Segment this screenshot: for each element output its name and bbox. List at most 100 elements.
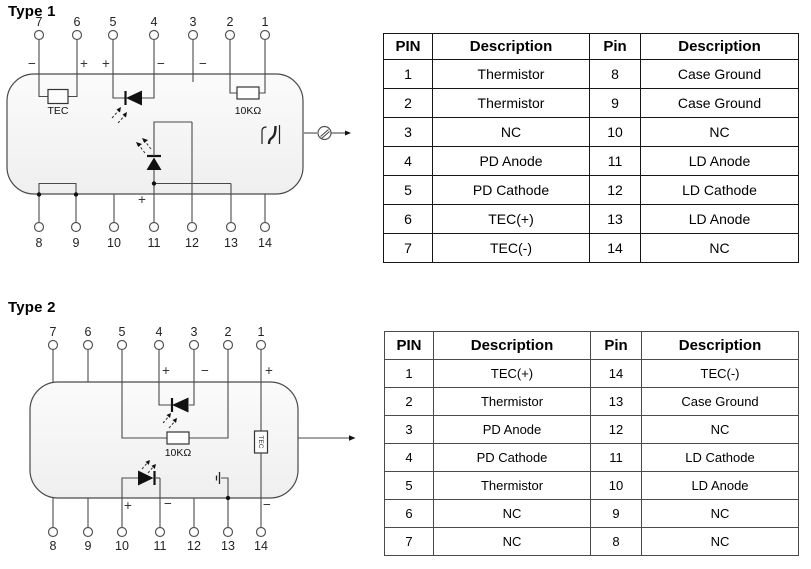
cell: NC [433, 499, 591, 528]
bottom-pin-numbers: 8 9 10 11 12 13 14 [36, 236, 272, 250]
pin-number-label: 7 [50, 325, 57, 339]
cell: 10 [589, 117, 641, 147]
polarity-labels-top: − + + − − [28, 56, 207, 71]
cell: PD Anode [433, 415, 591, 444]
type2-title: Type 2 [8, 299, 56, 316]
pin-number-label: 3 [191, 325, 198, 339]
type1-title: Type 1 [8, 3, 56, 20]
case-ground-icon [215, 472, 231, 528]
cell: LD Anode [641, 471, 799, 500]
laser-diode-icon: + − [121, 460, 172, 528]
pin-number-label: 1 [258, 325, 265, 339]
bottom-pin-leads [33, 194, 271, 233]
top-pin-leads [47, 339, 267, 439]
cell: 5 [383, 175, 433, 205]
thermistor-label: 10KΩ [165, 447, 192, 459]
cell: NC [641, 527, 799, 556]
cell: 12 [590, 415, 642, 444]
cell: Thermistor [432, 88, 590, 118]
column-header: Pin [589, 33, 641, 60]
cell: 1 [384, 359, 434, 388]
thermistor-resistor: 10KΩ [235, 86, 261, 117]
cell: 9 [590, 499, 642, 528]
column-header: PIN [384, 331, 434, 360]
photodiode-icon [111, 90, 142, 124]
cell: 14 [590, 359, 642, 388]
polarity-label: + [102, 56, 110, 71]
pin-number-label: 11 [148, 236, 161, 250]
tec-component: TEC [253, 430, 269, 528]
polarity-label: + [162, 363, 170, 378]
cell: TEC(+) [432, 204, 590, 234]
cell: PD Cathode [433, 443, 591, 472]
cell: 11 [589, 146, 641, 176]
polarity-label: + [124, 498, 132, 513]
cell: TEC(-) [432, 233, 590, 263]
cell: 5 [384, 471, 434, 500]
cell: 8 [590, 527, 642, 556]
polarity-label: + [138, 192, 146, 207]
cell: NC [640, 233, 799, 263]
top-pin-numbers: 7 6 5 4 3 2 1 [36, 15, 269, 29]
cell: TEC(+) [433, 359, 591, 388]
cell: NC [432, 117, 590, 147]
cell: 2 [383, 88, 433, 118]
cell: 12 [589, 175, 641, 205]
cell: 9 [589, 88, 641, 118]
top-pin-leads [33, 29, 271, 99]
top-pin-numbers: 7 6 5 4 3 2 1 [50, 325, 265, 339]
type2-diagram: 7 6 5 4 3 2 1 + − + 10KΩ [29, 325, 356, 553]
cell: Thermistor [432, 59, 590, 89]
isolator-icon [261, 125, 281, 145]
pin-number-label: 12 [185, 236, 199, 250]
pin-number-label: 6 [74, 15, 81, 29]
pin-number-label: 9 [85, 539, 92, 553]
tec-label: TEC [48, 105, 69, 117]
pin-number-label: 14 [258, 236, 272, 250]
pin-number-label: 8 [36, 236, 43, 250]
pin-number-label: 5 [119, 325, 126, 339]
cell: 10 [590, 471, 642, 500]
cell: 7 [383, 233, 433, 263]
pin-number-label: 12 [187, 539, 201, 553]
cell: 7 [384, 527, 434, 556]
pin-number-label: 10 [107, 236, 121, 250]
pin-number-label: 1 [262, 15, 269, 29]
fiber-output-icon [304, 125, 351, 141]
photodiode-icon [162, 397, 189, 429]
cell: Case Ground [640, 59, 799, 89]
pin-number-label: 13 [221, 539, 235, 553]
cell: Thermistor [433, 387, 591, 416]
pin-number-label: 4 [156, 325, 163, 339]
column-header: Description [641, 331, 799, 360]
cell: 13 [590, 387, 642, 416]
cell: Thermistor [433, 471, 591, 500]
pin-number-label: 9 [73, 236, 80, 250]
cell: Case Ground [640, 88, 799, 118]
table-header-row: PIN Description Pin Description [383, 33, 799, 60]
output-arrow-icon [298, 435, 356, 441]
pin-number-label: 14 [254, 539, 268, 553]
polarity-label: − [201, 363, 209, 378]
thermistor-resistor: 10KΩ [165, 431, 192, 459]
polarity-labels-top: + − + [162, 363, 273, 378]
pin-number-label: 13 [224, 236, 238, 250]
tec-label: TEC [257, 436, 264, 449]
cell: NC [641, 499, 799, 528]
column-header: Pin [590, 331, 642, 360]
pin-number-label: 4 [151, 15, 158, 29]
pin-number-label: 8 [50, 539, 57, 553]
cell: 14 [589, 233, 641, 263]
cell: 6 [384, 499, 434, 528]
pin-number-label: 2 [227, 15, 234, 29]
cell: 1 [383, 59, 433, 89]
